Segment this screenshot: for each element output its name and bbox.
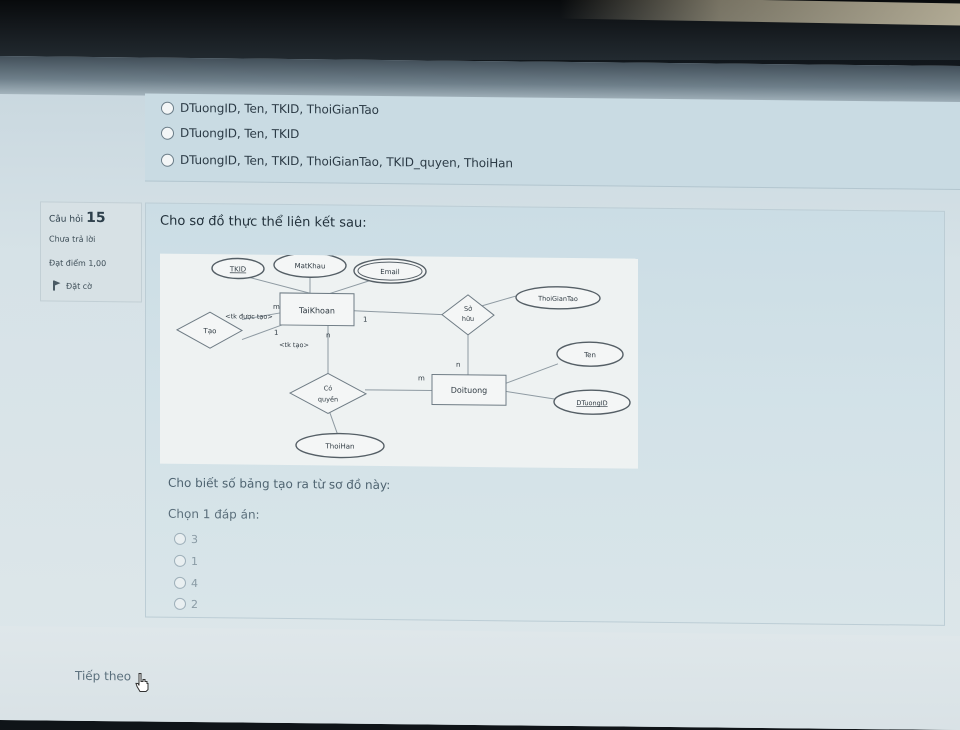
rel-co-quyen-line2: quyền	[318, 395, 338, 403]
attr-thoigiantao: ThoiGianTao	[537, 295, 578, 303]
cardinality-n-sohuu: n	[456, 361, 460, 369]
previous-option[interactable]: DTuongID, Ten, TKID, ThoiGianTao	[161, 98, 379, 120]
er-diagram: TKID MatKhau Email ThoiGianTao Ten DTuon…	[160, 253, 638, 469]
flag-label: Đặt cờ	[66, 281, 93, 291]
question-score: Đạt điểm 1,00	[49, 258, 107, 269]
cardinality-one-right: 1	[363, 316, 367, 324]
attr-matkhau: MatKhau	[295, 262, 326, 270]
rel-co-quyen-line1: Có	[324, 384, 333, 392]
attr-ten: Ten	[583, 351, 596, 359]
rel-so-huu-line2: hữu	[462, 315, 474, 323]
radio-icon[interactable]	[174, 576, 186, 589]
role-tk-duoc-tao: <tk được tạo>	[225, 312, 273, 320]
previous-option[interactable]: DTuongID, Ten, TKID	[161, 123, 299, 144]
attr-thoihan: ThoiHan	[325, 442, 355, 450]
answer-choice[interactable]: 4	[174, 575, 198, 591]
question-label-text: Câu hỏi	[49, 214, 84, 225]
attr-email: Email	[380, 268, 399, 276]
radio-icon[interactable]	[174, 554, 186, 567]
screen: DTuongID, Ten, TKID, ThoiGianTao DTuongI…	[0, 56, 960, 730]
hand-cursor-icon	[135, 672, 149, 693]
answer-choice[interactable]: 1	[174, 553, 198, 569]
cardinality-n-bottom: n	[326, 331, 330, 339]
previous-question-options: DTuongID, Ten, TKID, ThoiGianTao DTuongI…	[145, 93, 960, 191]
answer-choice[interactable]: 2	[174, 596, 198, 612]
flag-question-link[interactable]: Đặt cờ	[53, 281, 92, 291]
cardinality-m-top: m	[273, 303, 280, 311]
cardinality-one-left: 1	[274, 329, 278, 337]
question-prompt: Cho biết số bảng tạo ra từ sơ đồ này:	[168, 475, 391, 493]
previous-option[interactable]: DTuongID, Ten, TKID, ThoiGianTao, TKID_q…	[161, 150, 513, 174]
next-page-link[interactable]: Tiếp theo	[75, 668, 132, 684]
answer-choice[interactable]: 3	[174, 531, 198, 547]
previous-option-label: DTuongID, Ten, TKID, ThoiGianTao, TKID_q…	[180, 152, 513, 171]
er-diagram-svg: TKID MatKhau Email ThoiGianTao Ten DTuon…	[175, 253, 631, 459]
role-tk-tao: <tk tạo>	[279, 341, 309, 349]
attr-tkid: TKID	[229, 265, 246, 273]
question-status: Chưa trả lời	[49, 234, 96, 244]
rel-so-huu-line1: Sở	[464, 305, 472, 313]
previous-option-label: DTuongID, Ten, TKID, ThoiGianTao	[180, 100, 379, 117]
question-title: Cho sơ đồ thực thể liên kết sau:	[160, 213, 367, 231]
answer-choice-label: 3	[191, 532, 198, 546]
question-panel: Cho sơ đồ thực thể liên kết sau:	[145, 202, 945, 626]
radio-icon[interactable]	[174, 532, 186, 545]
entity-doituong: Doituong	[451, 386, 488, 395]
radio-icon[interactable]	[161, 126, 174, 140]
attr-dtuongid: DTuongID	[576, 399, 607, 407]
answer-choice-label: 2	[191, 597, 198, 611]
rel-tao: Tạo	[203, 327, 217, 335]
answer-choice-label: 1	[191, 554, 198, 568]
radio-icon[interactable]	[161, 101, 174, 115]
radio-icon[interactable]	[174, 597, 186, 610]
question-number: 15	[86, 209, 106, 227]
answer-choice-label: 4	[191, 576, 198, 590]
previous-option-label: DTuongID, Ten, TKID	[180, 125, 300, 142]
radio-icon[interactable]	[161, 153, 174, 167]
cardinality-m-coquyen: m	[418, 374, 425, 382]
flag-icon	[53, 281, 61, 291]
choose-one-label: Chọn 1 đáp án:	[168, 506, 260, 522]
entity-taikhoan: TaiKhoan	[298, 306, 335, 315]
